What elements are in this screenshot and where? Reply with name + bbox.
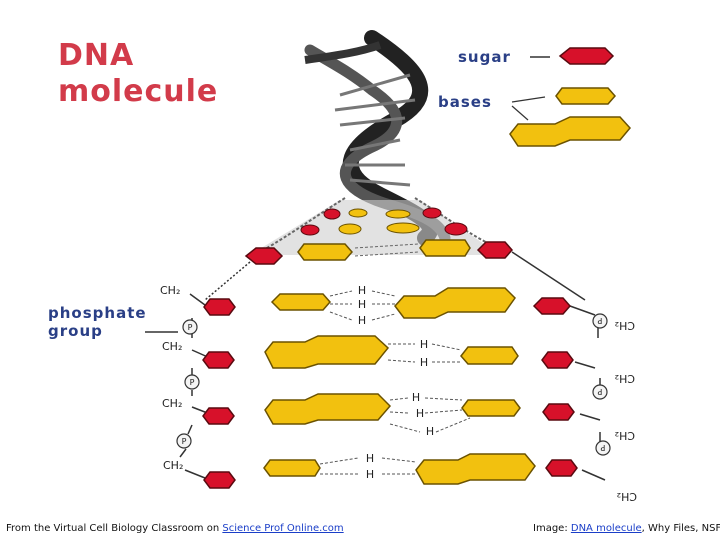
phosphate-symbol: P <box>597 316 602 325</box>
ch2-label-left: CH₂ <box>162 340 182 353</box>
right-phosphates <box>592 313 611 456</box>
ch2-label-right: CH₂ <box>615 319 635 332</box>
phosphate-symbol: P <box>597 387 602 396</box>
title-line-2: molecule <box>58 74 219 109</box>
footer-left-text: From the Virtual Cell Biology Classroom … <box>6 523 223 534</box>
ch2-label-right: CH₂ <box>617 490 637 503</box>
legend-sugar-label: sugar <box>458 48 511 66</box>
footer-right-suffix: , Why Files, NSF <box>641 523 720 534</box>
hydrogen-label: H <box>420 338 428 351</box>
base-legend-icon-small <box>555 87 616 105</box>
title-line-1: DNA <box>58 38 135 73</box>
hydrogen-label: H <box>420 356 428 369</box>
base-pair-row-4 <box>203 453 578 489</box>
ch2-label-left: CH₂ <box>163 459 183 472</box>
left-phosphates <box>176 319 200 449</box>
legend-bases-label: bases <box>438 93 492 111</box>
hydrogen-label: H <box>416 407 424 420</box>
base-legend-icon-large <box>509 116 631 147</box>
hydrogen-label: H <box>358 284 366 297</box>
footer-right: Image: DNA molecule, Why Files, NSF <box>533 523 720 534</box>
phosphate-symbol: P <box>190 378 195 387</box>
sugar-legend-icon <box>558 47 615 65</box>
double-helix <box>250 30 506 256</box>
base-pair-row-3 <box>202 393 575 433</box>
ch2-label-right: CH₂ <box>615 429 635 442</box>
phosphate-label-line-2: group <box>48 322 103 340</box>
footer-left: From the Virtual Cell Biology Classroom … <box>6 523 344 534</box>
phosphate-symbol: P <box>182 437 187 446</box>
top-base-pair <box>204 239 586 301</box>
hydrogen-label: H <box>366 468 374 481</box>
hydrogen-label: H <box>412 391 420 404</box>
hydrogen-label: H <box>358 298 366 311</box>
phosphate-symbol: P <box>600 443 605 452</box>
footer-right-text: Image: <box>533 523 571 534</box>
phosphate-symbol: P <box>188 323 193 332</box>
footer-left-link[interactable]: Science Prof Online.com <box>222 523 344 534</box>
footer-right-link[interactable]: DNA molecule <box>570 523 642 534</box>
right-backbone <box>569 305 606 481</box>
base-pair-row-1 <box>203 287 571 321</box>
base-pair-row-2 <box>202 335 574 369</box>
hydrogen-label: H <box>358 314 366 327</box>
phosphate-label-line-1: phosphate <box>48 304 147 322</box>
ch2-label-left: CH₂ <box>160 284 180 297</box>
hydrogen-label: H <box>426 425 434 438</box>
bases-leader-line-2 <box>511 105 529 121</box>
ch2-label-right: CH₂ <box>615 372 635 385</box>
bases-leader-line-1 <box>511 96 546 103</box>
ch2-label-left: CH₂ <box>162 397 182 410</box>
hydrogen-label: H <box>366 452 374 465</box>
